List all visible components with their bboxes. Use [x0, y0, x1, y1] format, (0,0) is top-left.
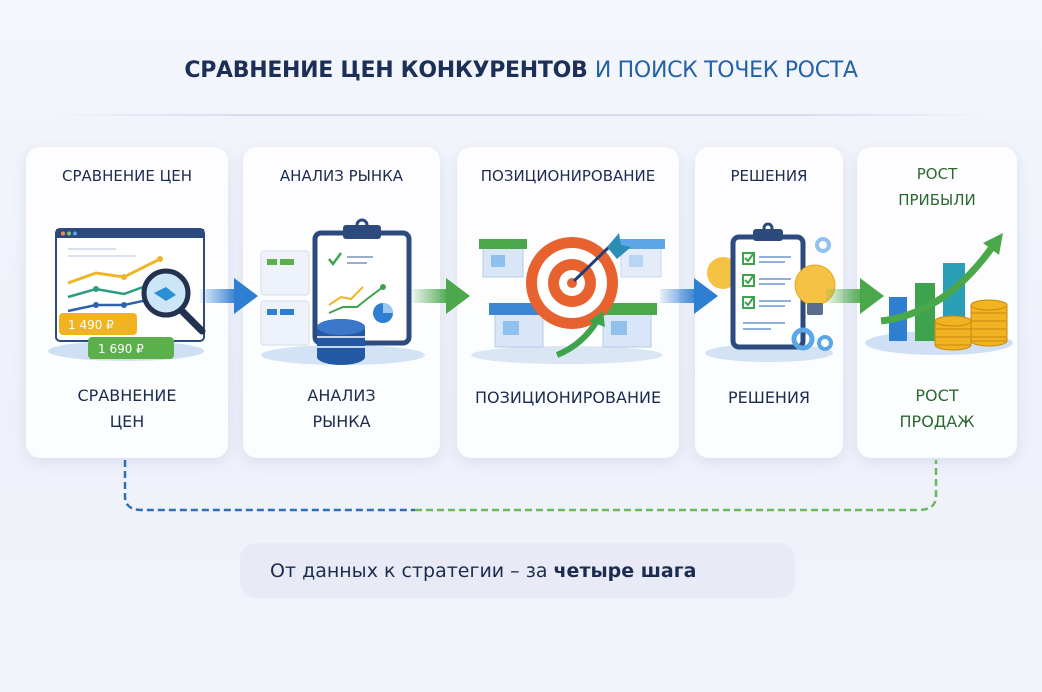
caption-line-2: ЦЕН [109, 412, 145, 431]
caption-line-1: РОСТ [915, 386, 959, 405]
step-card-decisions: РЕШЕНИЯ РЕШЕНИЯ [695, 147, 843, 458]
step-caption: ПОЗИЦИОНИРОВАНИЕ [457, 385, 679, 411]
growth-bars-coins-icon [857, 217, 1017, 367]
price-chart-magnifier-icon: 1 490 ₽ 1 690 ₽ [26, 217, 228, 367]
step-title: ПОЗИЦИОНИРОВАНИЕ [480, 167, 656, 185]
step-title: РЕШЕНИЯ [730, 167, 808, 185]
step-title: СРАВНЕНИЕ ЦЕН [62, 167, 192, 185]
title-divider [50, 114, 992, 116]
page-title: СРАВНЕНИЕ ЦЕН КОНКУРЕНТОВ И ПОИСК ТОЧЕК … [0, 58, 1042, 83]
step-card-price-comparison: СРАВНЕНИЕ ЦЕН 1 490 ₽ 1 690 ₽ СРАВНЕНИЕ … [26, 147, 228, 458]
caption-line-2: ПРОДАЖ [899, 412, 975, 431]
summary-text-bold: четыре шага [553, 559, 697, 582]
store-icon [479, 239, 527, 278]
price-tag-2: 1 690 ₽ [98, 342, 144, 356]
target-stores-icon [457, 217, 679, 367]
caption-line-1: АНАЛИЗ [307, 386, 376, 405]
step-caption: РОСТ ПРОДАЖ [857, 383, 1017, 435]
clipboard-database-icon [243, 217, 440, 367]
title-main: СРАВНЕНИЕ ЦЕН КОНКУРЕНТОВ [184, 58, 588, 83]
checklist-lightbulb-icon [695, 217, 843, 367]
title-accent: И ПОИСК ТОЧЕК РОСТА [594, 58, 858, 83]
step-title: АНАЛИЗ РЫНКА [279, 167, 404, 185]
title-line-1: РОСТ [916, 165, 958, 183]
summary-text: От данных к стратегии – за [270, 559, 554, 582]
title-line-2: ПРИБЫЛИ [898, 191, 976, 209]
arrow-right-icon [826, 278, 884, 314]
step-title: РОСТ ПРИБЫЛИ [857, 161, 1017, 213]
summary-banner: От данных к стратегии – за четыре шага [240, 543, 795, 598]
caption-line-1: РЕШЕНИЯ [727, 388, 811, 407]
step-card-market-analysis: АНАЛИЗ РЫНКА [243, 147, 440, 458]
step-card-positioning: ПОЗИЦИОНИРОВАНИЕ [457, 147, 679, 458]
step-caption: СРАВНЕНИЕ ЦЕН [26, 383, 228, 435]
step-caption: АНАЛИЗ РЫНКА [243, 383, 440, 435]
arrow-right-icon [200, 278, 258, 314]
step-caption: РЕШЕНИЯ [695, 385, 843, 411]
caption-line-1: СРАВНЕНИЕ [77, 386, 177, 405]
arrow-right-icon [412, 278, 470, 314]
caption-line-1: ПОЗИЦИОНИРОВАНИЕ [474, 388, 662, 407]
price-tag-1: 1 490 ₽ [68, 318, 114, 332]
caption-line-2: РЫНКА [312, 412, 371, 431]
arrow-right-icon [660, 278, 718, 314]
step-card-profit-growth: РОСТ ПРИБЫЛИ РОСТ ПРОДАЖ [857, 147, 1017, 458]
loop-connector [123, 460, 938, 512]
